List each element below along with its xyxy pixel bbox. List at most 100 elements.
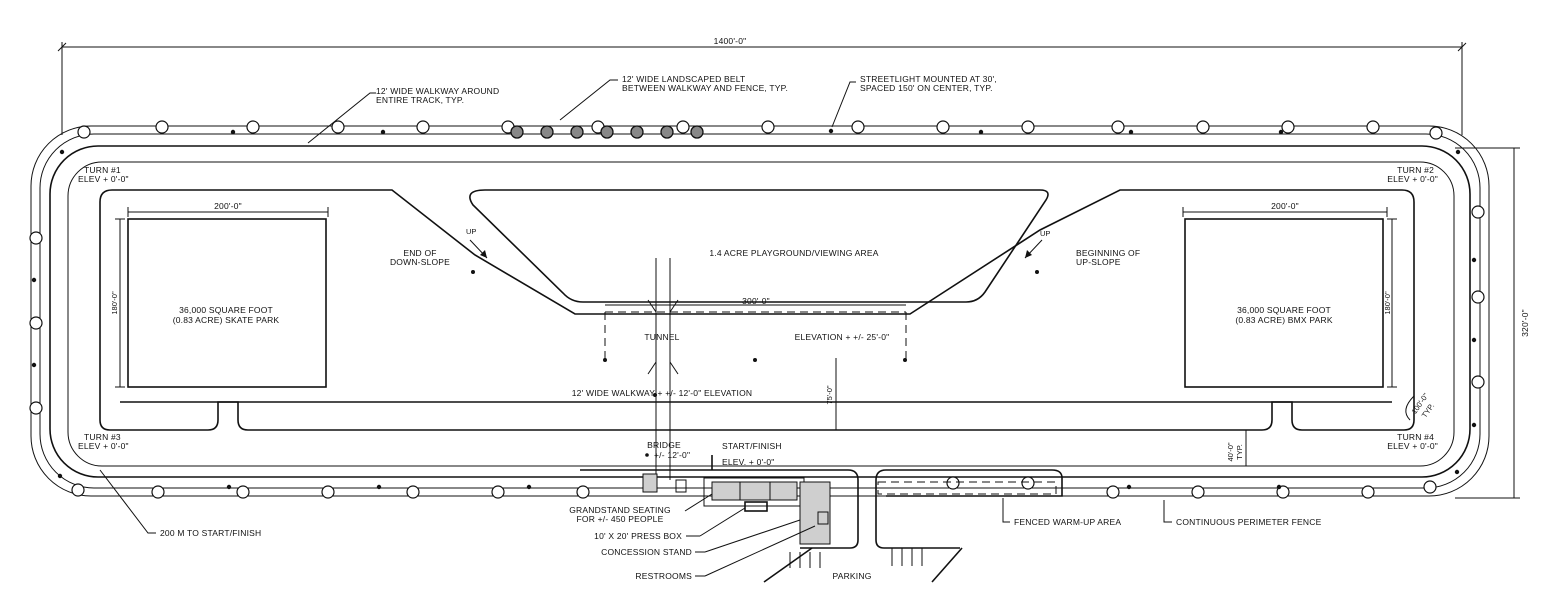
streetlight-icon [230, 129, 236, 135]
tree-icon [321, 485, 335, 499]
light-post-icon [471, 270, 475, 274]
tree-icon [1106, 485, 1120, 499]
light-post-icon [753, 358, 757, 362]
bmx-park-outline [1184, 218, 1384, 388]
concession-restroom-building [799, 481, 831, 545]
track-inner-edge [67, 161, 1455, 467]
dim-75-label: 75'-0" [825, 385, 834, 404]
streetlight-note-2: SPACED 150' ON CENTER, TYP. [860, 83, 993, 93]
grandstand-label-1: GRANDSTAND SEATING [569, 505, 671, 515]
bottom-callouts: GRANDSTAND SEATING FOR +/- 450 PEOPLE 10… [99, 469, 1322, 581]
facilities-outline [580, 469, 859, 549]
bmx-park-label-1: 36,000 SQUARE FOOT [1237, 305, 1331, 315]
parking-label: PARKING [832, 571, 871, 581]
light-post-icon [903, 358, 907, 362]
tree-icon [576, 485, 590, 499]
streetlight-icon [1471, 337, 1477, 343]
turn-4-title: TURN #4 [1397, 432, 1434, 442]
streetlight-icon [978, 129, 984, 135]
fence-label: CONTINUOUS PERIMETER FENCE [1176, 517, 1322, 527]
playground-outline [469, 189, 1049, 303]
bridge-elev: +/- 12'-0" [654, 450, 690, 460]
bridge-pier [642, 473, 658, 493]
streetlight-icon [526, 484, 532, 490]
light-post-icon [653, 393, 657, 397]
tree-icon [1196, 120, 1210, 134]
pressbox-label: 10' X 20' PRESS BOX [594, 531, 682, 541]
tree-icon [1191, 485, 1205, 499]
streetlight-icon [1278, 129, 1284, 135]
streetlight-icon [376, 484, 382, 490]
streetlight-icon [380, 129, 386, 135]
up-left-arrow-icon [480, 250, 487, 258]
turn-1-elev: ELEV + 0'-0" [78, 174, 129, 184]
light-post-icon [1035, 270, 1039, 274]
track-outlines [30, 125, 1490, 497]
tree-icon [1361, 485, 1375, 499]
restrooms-label: RESTROOMS [635, 571, 692, 581]
skate-park: 200'-0" 180'-0" 36,000 SQUARE FOOT (0.83… [110, 201, 329, 388]
tree-icon [1281, 120, 1295, 134]
streetlight-icon [1454, 469, 1460, 475]
tree-icon [406, 485, 420, 499]
walkway-elevation-label: 12' WIDE WALKWAY + +/- 12'-0" ELEVATION [572, 388, 753, 398]
dim-radius: 100'-0" TYP. [1405, 391, 1436, 421]
begin-upslope-2: UP-SLOPE [1076, 257, 1121, 267]
playground-label: 1.4 ACRE PLAYGROUND/VIEWING AREA [709, 248, 878, 258]
playground-area: 1.4 ACRE PLAYGROUND/VIEWING AREA [469, 189, 1049, 303]
dim-75: 75'-0" [825, 358, 837, 430]
ramp-right: UP BEGINNING OF UP-SLOPE [1024, 229, 1140, 267]
tree-icon [1471, 205, 1485, 219]
up-right-arrow-icon [1025, 250, 1032, 258]
tree-icon [1471, 290, 1485, 304]
trees-top [77, 120, 1443, 140]
shrub-icon [600, 125, 614, 139]
streetlight-icon [1471, 422, 1477, 428]
streetlight-icon [828, 128, 834, 134]
trees-sides [29, 205, 1485, 499]
right-parking-curb [875, 469, 960, 549]
shrub-icon [570, 125, 584, 139]
streetlight-icon [59, 149, 65, 155]
skate-park-height: 180'-0" [110, 291, 119, 315]
tree-icon [1111, 120, 1125, 134]
landscape-note-2: BETWEEN WALKWAY AND FENCE, TYP. [622, 83, 788, 93]
tree-icon [331, 120, 345, 134]
dim-40-label: 40'-0" [1226, 442, 1235, 461]
skate-park-label-2: (0.83 ACRE) SKATE PARK [173, 315, 280, 325]
tree-icon [246, 120, 260, 134]
streetlight-icon [31, 362, 37, 368]
tree-icon [236, 485, 250, 499]
turn-3-title: TURN #3 [84, 432, 121, 442]
tree-icon [1276, 485, 1290, 499]
landscape-note-1: 12' WIDE LANDSCAPED BELT [622, 74, 745, 84]
shrub-icon [540, 125, 554, 139]
elevation-label: ELEVATION + +/- 25'-0" [795, 332, 890, 342]
tree-icon [676, 120, 690, 134]
streetlights [31, 128, 1477, 490]
turn-2-elev: ELEV + 0'-0" [1387, 174, 1438, 184]
start-finish-label: START/FINISH [722, 441, 782, 451]
tree-icon [936, 120, 950, 134]
tree-icon [1423, 480, 1437, 494]
tree-icon [1366, 120, 1380, 134]
concession-label: CONCESSION STAND [601, 547, 692, 557]
tree-icon [851, 120, 865, 134]
warmup-area-outline [886, 469, 1063, 497]
streetlight-icon [1126, 484, 1132, 490]
walkway-note-1: 12' WIDE WALKWAY AROUND [376, 86, 499, 96]
tree-icon [29, 401, 43, 415]
fenced-warmup-area [877, 481, 1057, 495]
shrub-icon [630, 125, 644, 139]
tree-icon [416, 120, 430, 134]
light-post-icon [603, 358, 607, 362]
streetlight-icon [1471, 257, 1477, 263]
tree-icon [1021, 120, 1035, 134]
turn-4-elev: ELEV + 0'-0" [1387, 441, 1438, 451]
bridge: BRIDGE +/- 12'-0" [645, 440, 690, 460]
tunnel-label: TUNNEL [644, 332, 679, 342]
press-box [744, 501, 768, 512]
overall-height-label: 320'-0" [1520, 309, 1530, 337]
end-downslope-1: END OF [403, 248, 436, 258]
